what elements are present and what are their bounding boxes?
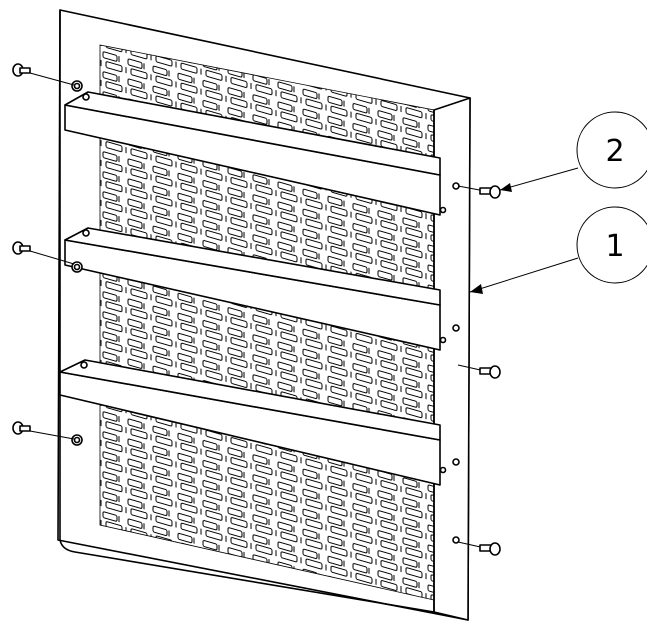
- balloon-1-label: 1: [605, 229, 624, 264]
- balloon-2: 2: [499, 111, 647, 192]
- screw-right-bottom: [457, 541, 501, 556]
- stiffener-top: [64, 91, 441, 216]
- screw-left-bottom: [12, 421, 75, 440]
- side-flange: [433, 97, 471, 621]
- balloon-1: 1: [469, 206, 647, 294]
- mount-holes: [71, 80, 83, 446]
- screw-left-middle: [12, 241, 75, 265]
- screw-right-middle: [457, 364, 501, 379]
- stiffener-middle: [64, 227, 441, 351]
- stiffener-bottom: [59, 359, 441, 486]
- balloon-2-label: 2: [605, 134, 624, 169]
- screw-left-top: [12, 63, 75, 86]
- screw-right-top: [457, 185, 501, 199]
